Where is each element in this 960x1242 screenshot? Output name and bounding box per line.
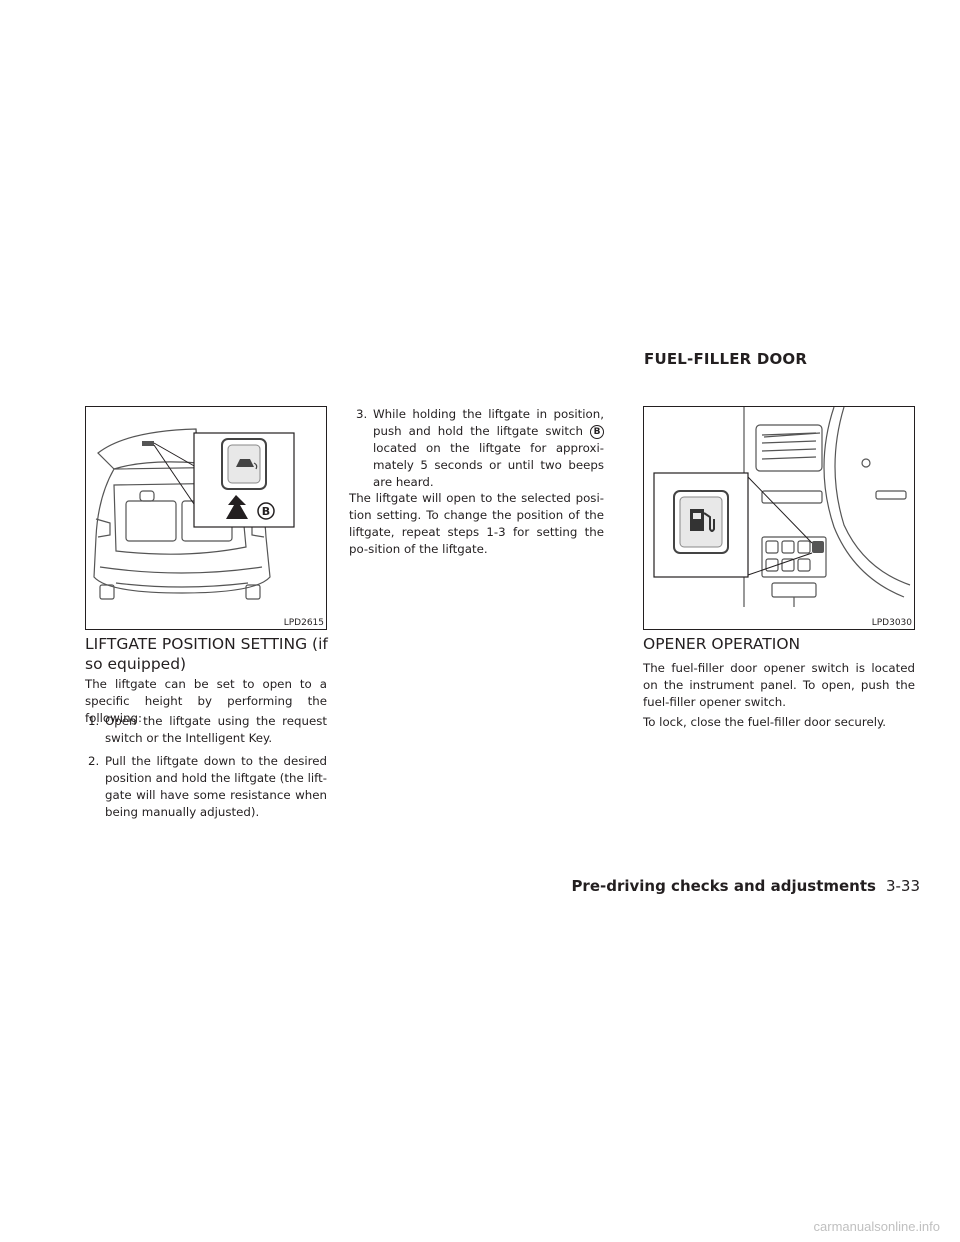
footer-title: Pre-driving checks and adjustments bbox=[571, 877, 876, 895]
figure-code: LPD3030 bbox=[871, 618, 912, 628]
list-item-step-2: 2. Pull the liftgate down to the desired… bbox=[88, 753, 327, 821]
step-text-before: While holding the liftgate in position, … bbox=[373, 407, 604, 438]
list-item-step-3: 3. While holding the liftgate in positio… bbox=[356, 406, 604, 491]
step-text: Open the liftgate using the request swit… bbox=[105, 714, 327, 745]
liftgate-illustration: B bbox=[93, 428, 295, 600]
liftgate-outro: The liftgate will open to the selected p… bbox=[349, 491, 604, 556]
page-footer: Pre-driving checks and adjustments 3-33 bbox=[571, 877, 920, 895]
list-item-step-1: 1. Open the liftgate using the request s… bbox=[88, 713, 327, 747]
fuel-door-illustration bbox=[653, 407, 911, 607]
figure-code: LPD2615 bbox=[283, 618, 324, 628]
page-number: 3-33 bbox=[885, 877, 920, 895]
step-number: 3. bbox=[356, 407, 368, 421]
opener-para-2: To lock, close the fuel-filler door secu… bbox=[643, 715, 887, 729]
section-header: FUEL-FILLER DOOR bbox=[644, 350, 808, 368]
liftgate-heading: LIFTGATE POSITION SETTING (if so equippe… bbox=[85, 635, 328, 673]
opener-heading: OPENER OPERATION bbox=[643, 635, 801, 653]
watermark: carmanualsonline.info bbox=[813, 1219, 940, 1234]
callout-b-icon: B bbox=[590, 424, 604, 439]
fuel-pump-icon bbox=[690, 509, 715, 532]
step-number: 2. bbox=[88, 754, 100, 768]
liftgate-callout: B bbox=[262, 505, 270, 518]
step-number: 1. bbox=[88, 714, 100, 728]
liftgate-intro: The liftgate can be set to open to a spe… bbox=[85, 677, 327, 725]
liftgate-figure: B LPD2615 bbox=[85, 406, 327, 630]
step-text-after: located on the liftgate for approxi-mate… bbox=[373, 441, 604, 489]
fuel-door-figure: LPD3030 bbox=[643, 406, 915, 630]
step-text: Pull the liftgate down to the desired po… bbox=[105, 754, 327, 819]
opener-para-1: The fuel-filler door opener switch is lo… bbox=[643, 661, 915, 709]
